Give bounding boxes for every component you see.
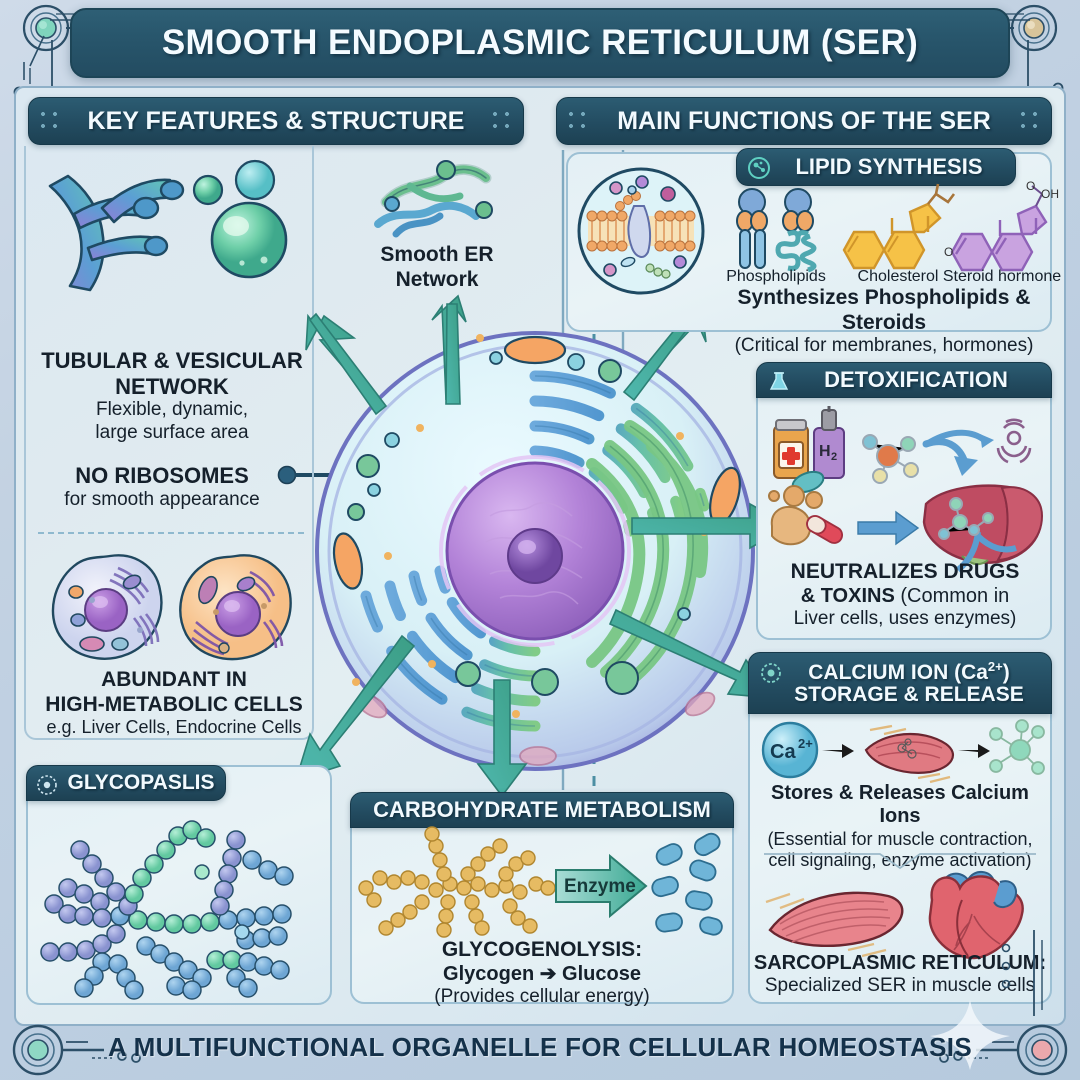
footer-tagline: A MULTIFUNCTIONAL ORGANELLE FOR CELLULAR… (108, 1032, 972, 1062)
central-cell-illustration (315, 331, 755, 771)
svg-text:2+: 2+ (798, 736, 813, 751)
sparkle-decoration (930, 1000, 1010, 1070)
badge-carbohydrate: CARBOHYDRATE METABOLISM (350, 792, 734, 828)
caption-sarcoplasmic: SARCOPLASMIC RETICULUM: Specialized SER … (753, 952, 1047, 997)
cell-arrows (294, 294, 792, 798)
left-panel-divider (38, 532, 304, 534)
left-panel-box-border (24, 536, 314, 740)
badge-glycopaslis: GLYCOPASLIS (26, 765, 226, 801)
caption-carbohydrate: GLYCOGENOLYSIS: Glycogen ➔ Glucose (Prov… (434, 938, 650, 1007)
badge-calcium: CALCIUM ION (Ca2+) STORAGE & RELEASE (748, 652, 1052, 714)
molecule-node-icon (37, 775, 57, 795)
badge-lipid-synthesis: LIPID SYNTHESIS (736, 148, 1016, 186)
caption-detoxification: NEUTRALIZES DRUGS & TOXINS (Common in Li… (790, 560, 1020, 629)
edge-dots-left (1001, 943, 1011, 989)
panel-header-main-functions: MAIN FUNCTIONS OF THE SER (556, 97, 1052, 145)
svg-text:Ca: Ca (770, 741, 796, 763)
corner-decoration-bottom-left (12, 1024, 141, 1076)
svg-text:2: 2 (831, 451, 837, 463)
page-title: SMOOTH ENDOPLASMIC RETICULUM (SER) (161, 23, 919, 62)
corner-decoration-bottom-right (939, 1024, 1068, 1076)
membrane-bilayer-illustration (577, 167, 705, 295)
smooth-er-network-label: Smooth ER Network (380, 243, 494, 291)
cell-membrane-icon (748, 157, 770, 179)
tubular-network-illustration (48, 159, 288, 292)
glycogenolysis-illustration: Enzyme (358, 826, 723, 938)
label-phospholipids: Phospholipids (726, 268, 826, 285)
detox-illustration: H 2 (768, 406, 1044, 573)
ion-storage-icon (761, 663, 781, 683)
label-steroid-hormone: Steroid hormone (942, 268, 1062, 285)
flask-icon (769, 372, 789, 390)
svg-text:H: H (819, 443, 831, 460)
svg-text:Enzyme: Enzyme (564, 876, 636, 897)
calcium-section-divider (764, 853, 1036, 870)
label-cholesterol: Cholesterol (857, 268, 939, 285)
metabolic-cells-illustration (51, 554, 292, 661)
left-panel-box-border-upper (24, 146, 314, 536)
infographic-title-bar: SMOOTH ENDOPLASMIC RETICULUM (SER) (70, 8, 1010, 78)
edge-lines-right (1033, 930, 1043, 1016)
oh-label: OH (1041, 187, 1059, 201)
muscle-heart-illustration (765, 871, 1024, 960)
feature-caption-no-ribosomes: NO RIBOSOMES for smooth appearance (64, 463, 260, 510)
panel-header-key-features: KEY FEATURES & STRUCTURE (28, 97, 524, 145)
smooth-er-network-icon (374, 160, 493, 238)
calcium-flow-illustration: Ca 2+ (761, 719, 1045, 784)
o-label: O (1026, 179, 1035, 193)
corner-decoration-top-right (975, 4, 1064, 94)
steroid-hormone-molecule: O OH O (944, 179, 1059, 272)
glycopaslis-illustration (40, 820, 294, 1000)
phospholipid-molecule (736, 188, 817, 273)
feature-caption-tubular: TUBULAR & VESICULAR NETWORK Flexible, dy… (41, 348, 303, 443)
cholesterol-molecule (842, 183, 956, 270)
badge-detoxification: DETOXIFICATION (756, 362, 1052, 398)
svg-text:O: O (944, 245, 953, 259)
feature-caption-abundant: ABUNDANT IN HIGH-METABOLIC CELLS e.g. Li… (45, 668, 303, 738)
caption-lipid-synthesis: Synthesizes Phospholipids & Steroids (Cr… (734, 286, 1034, 357)
